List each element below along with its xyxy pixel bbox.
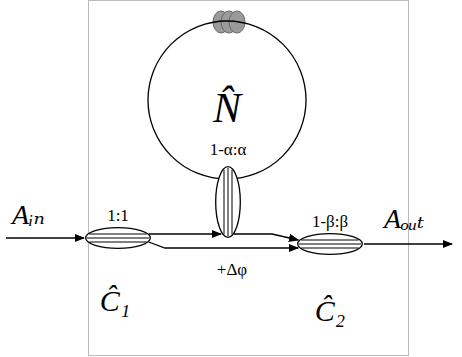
waveguide-line: [89, 234, 146, 235]
split-ratio: 1-α:α: [210, 141, 247, 160]
waveguide-line: [87, 238, 149, 239]
ring-mode-operator: N̂: [213, 85, 241, 131]
waveguide-line: [228, 168, 229, 236]
input-coupler: 1:1Ĉ₁: [85, 227, 151, 249]
waveguide-connector: [149, 233, 221, 234]
coupler-outline: [86, 228, 151, 249]
ring-coupler: 1-α:α: [215, 166, 241, 238]
coupler-operator: Ĉ₁: [100, 284, 130, 317]
input-beam: [6, 237, 84, 238]
ellipse-outline: [85, 227, 151, 249]
waveguide-line: [224, 170, 225, 235]
waveguide-line: [299, 244, 361, 245]
waveguide-connector: [234, 234, 298, 240]
waveguide-line: [301, 248, 358, 249]
split-ratio: 1-β:β: [312, 213, 348, 232]
output-beam: [364, 243, 452, 244]
ellipse-outline: [297, 233, 363, 255]
ellipse-outline: [215, 166, 241, 238]
output-coupler: 1-β:βĈ₂: [297, 233, 363, 255]
waveguide-line: [301, 240, 358, 241]
coupler-outline: [298, 234, 363, 255]
input-field: Aᵢₙ: [12, 200, 45, 231]
coupler-outline: [216, 167, 241, 238]
waveguide-connector: [149, 242, 299, 248]
device-boundary: [89, 1, 409, 356]
output-field: Aₒᵤₜ: [384, 204, 424, 235]
ring-outline: [148, 21, 306, 179]
coupler-operator: Ĉ₂: [315, 294, 345, 327]
phase-shift-label: +Δφ: [217, 261, 247, 280]
waveguide-line: [89, 242, 146, 243]
split-ratio: 1:1: [107, 207, 129, 226]
waveguide-line: [232, 170, 233, 235]
